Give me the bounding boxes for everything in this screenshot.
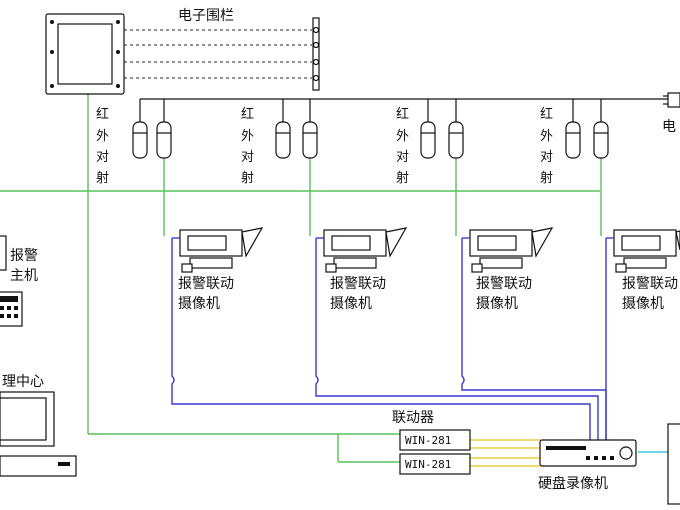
ir-label-char: 射 [96,170,109,186]
mgmt-center-label: 理中心 [2,374,44,390]
alarm-host-label-1: 报警 [10,248,38,264]
ir-sensor-group-1: 红 外 对 射 [96,106,172,186]
ir-beam-sensor-icon [275,121,291,159]
linkage-unit-model: WIN-281 [405,458,451,471]
ir-label-char: 射 [540,170,553,186]
camera-label-line1: 报警联动 [622,276,678,292]
camera-label-line2: 摄像机 [476,296,518,312]
power-supply-icon [663,92,680,108]
ir-label-char: 射 [241,170,254,186]
ir-beam-sensor-icon [593,121,609,159]
linkage-device-label: 联动器 [392,410,434,426]
dvr-label: 硬盘录像机 [538,475,608,492]
camera-unit-2: 报警联动 摄像机 [316,227,408,312]
cctv-camera-icon [469,227,554,273]
fence-wires [124,29,312,79]
cctv-camera-icon [179,227,264,273]
ir-beam-sensor-icon [448,121,464,159]
camera-label-line2: 摄像机 [178,296,220,312]
ir-sensor-group-3: 红 外 对 射 [396,106,464,186]
ir-beam-sensor-icon [302,121,318,159]
ir-label-char: 对 [396,150,409,165]
ir-beam-sensor-icon [565,121,581,159]
fence-label: 电子围栏 [178,8,234,24]
dvr-icon [539,439,637,467]
computer-monitor-icon [0,391,77,477]
camera-label-line1: 报警联动 [476,276,532,292]
blue-video-lines [171,238,607,442]
ir-label-char: 红 [396,106,409,122]
camera-label-line1: 报警联动 [330,276,386,292]
camera-label-line1: 报警联动 [178,276,234,292]
yellow-control-lines [470,439,540,467]
fence-post-icon [312,17,320,91]
camera-unit-3: 报警联动 摄像机 [462,227,554,312]
computer-monitor-icon [667,423,680,505]
linkage-unit-model: WIN-281 [405,434,451,447]
ir-label-char: 外 [241,129,254,144]
ir-beam-sensor-icon [156,121,172,159]
ir-beam-sensor-icon [420,121,436,159]
linkage-unit-icon: WIN-281 [399,429,471,451]
ir-beam-sensor-icon [132,121,148,159]
ir-label-char: 对 [241,150,254,165]
alarm-host-icon [0,235,23,327]
ir-label-char: 外 [540,129,553,144]
ir-label-char: 对 [540,150,553,165]
ir-label-char: 对 [96,150,109,165]
ir-label-char: 红 [96,106,109,122]
ir-label-char: 红 [241,106,254,122]
alarm-host-label-2: 主机 [10,268,38,284]
power-line [139,98,668,122]
camera-label-line2: 摄像机 [622,296,664,312]
ir-label-char: 红 [540,106,553,122]
camera-unit-4: 报警联动 摄像机 [606,229,680,312]
camera-unit-1: 报警联动 摄像机 [172,227,264,312]
ir-sensor-group-2: 红 外 对 射 [241,106,318,186]
cctv-camera-icon [613,229,680,273]
camera-label-line2: 摄像机 [330,296,372,312]
ir-sensor-group-4: 红 外 对 射 [540,106,609,186]
ir-label-char: 外 [396,129,409,144]
ir-label-char: 外 [96,129,109,144]
cctv-camera-icon [323,227,408,273]
power-label: 电 [662,119,676,135]
ir-label-char: 射 [396,170,409,186]
linkage-unit-icon: WIN-281 [399,453,471,475]
fence-controller-icon [45,13,125,95]
